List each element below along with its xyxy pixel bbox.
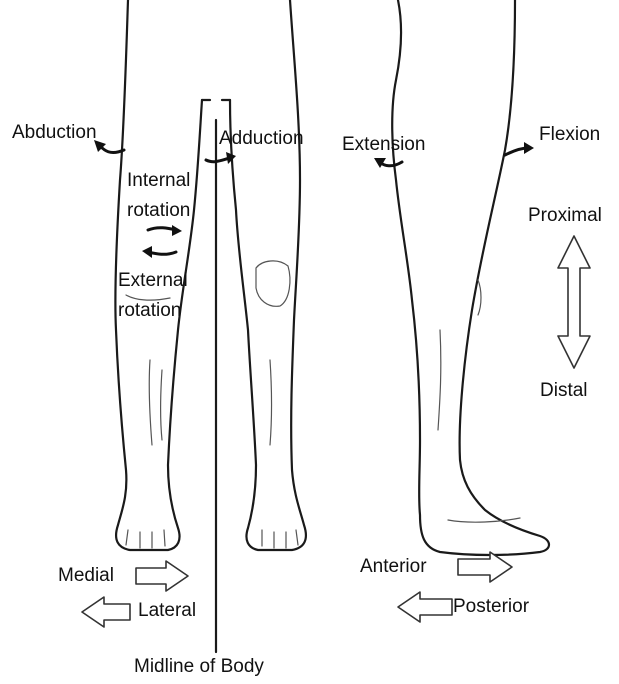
internal-rotation-label-2: rotation [127,200,190,222]
external-rotation-arrow [142,246,176,258]
flexion-arrow [505,142,534,155]
proximal-distal-arrow [558,236,590,368]
internal-rotation-arrow [148,225,182,236]
lateral-label: Lateral [138,600,196,622]
front-right-leg [222,0,306,550]
extension-arrow [374,158,402,168]
posterior-arrow [398,592,452,622]
lateral-arrow [82,597,130,627]
distal-label: Distal [540,380,588,402]
posterior-label: Posterior [453,596,529,618]
abduction-label: Abduction [12,122,97,144]
side-leg [392,0,549,555]
anterior-arrow [458,552,512,582]
external-rotation-label-1: External [118,270,188,292]
proximal-label: Proximal [528,205,602,227]
medial-label: Medial [58,565,114,587]
internal-rotation-label-1: Internal [127,170,190,192]
extension-label: Extension [342,134,425,156]
medial-arrow [136,561,188,591]
anterior-label: Anterior [360,556,427,578]
adduction-label: Adduction [219,128,304,150]
external-rotation-label-2: rotation [118,300,181,322]
midline-label: Midline of Body [134,656,264,678]
flexion-label: Flexion [539,124,600,146]
abduction-arrow [94,140,124,153]
